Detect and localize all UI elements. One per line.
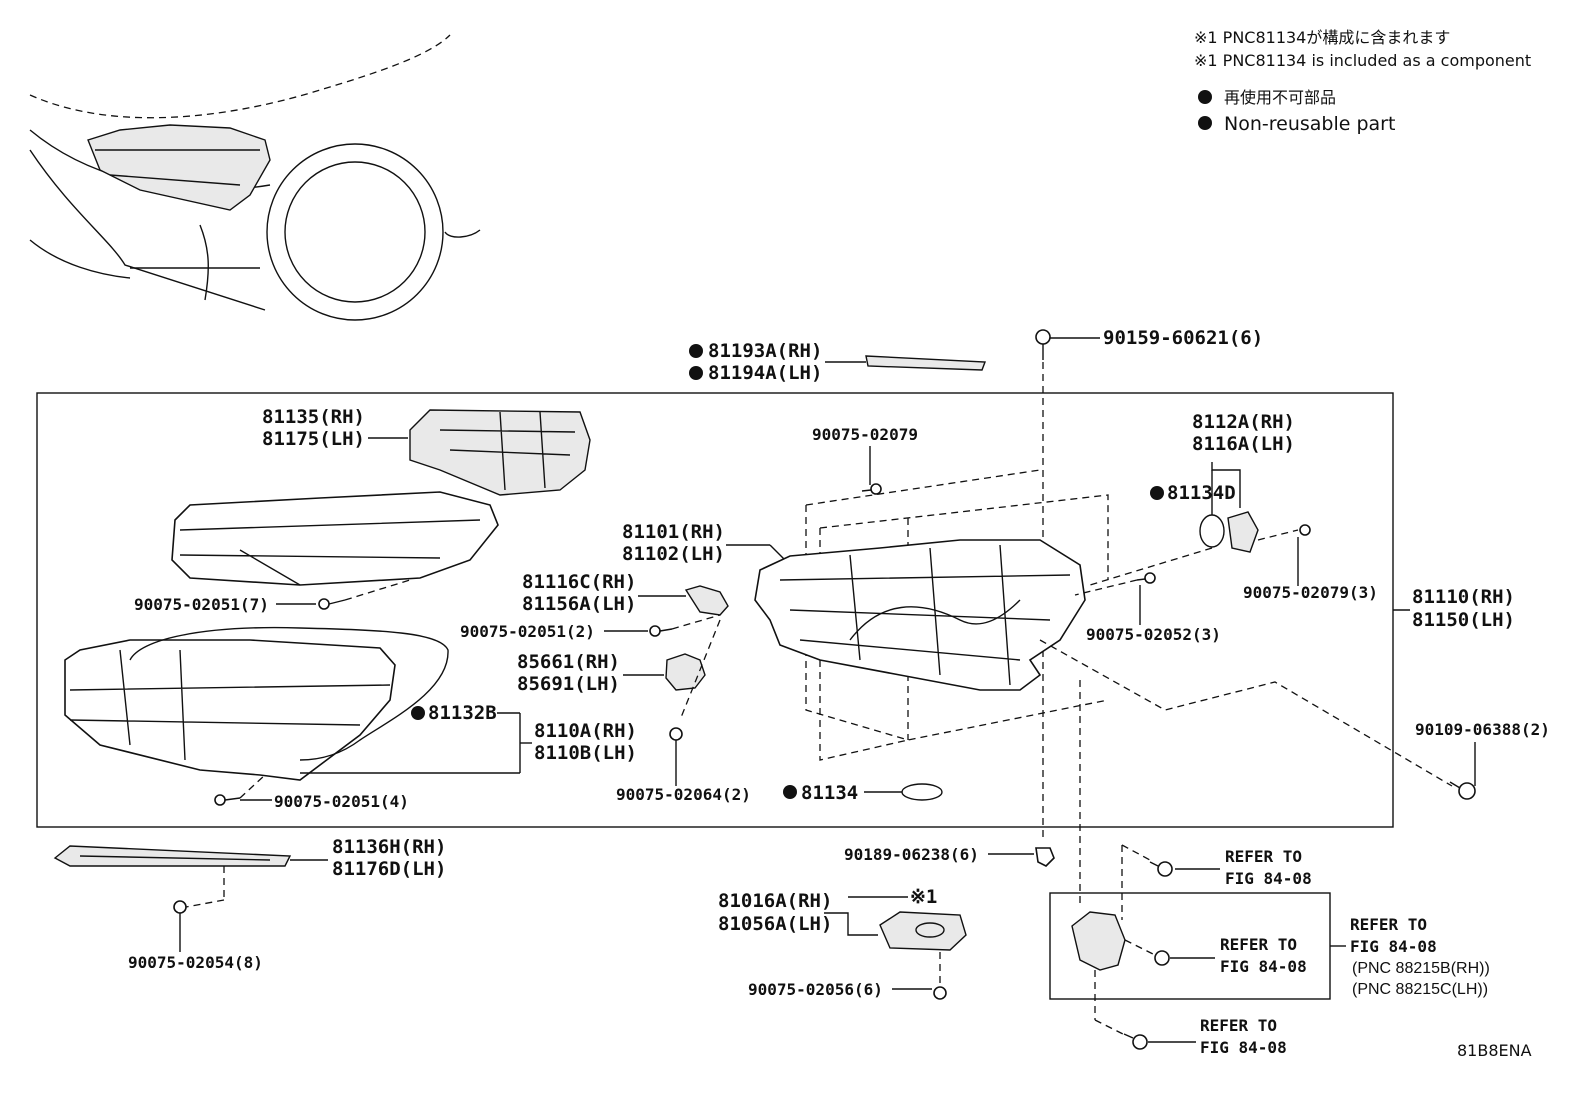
label-81056A: 81056A(LH) xyxy=(718,913,832,935)
component-note-jp: ※1 PNC81134が構成に含まれます xyxy=(1194,28,1450,47)
label-90075-02054-8: 90075-02054(8) xyxy=(128,953,263,972)
label-81132B: 81132B xyxy=(428,702,497,724)
part-90075-02051-4: 90075-02051(4) xyxy=(214,774,409,811)
part-81016A-81056A: 81016A(RH) 81056A(LH) ※1 xyxy=(718,886,967,985)
label-90075-02051-4: 90075-02051(4) xyxy=(274,792,409,811)
part-81116C-81156A: 81116C(RH) 81156A(LH) xyxy=(522,571,729,616)
label-81101: 81101(RH) xyxy=(622,521,725,543)
label-90075-02051-7: 90075-02051(7) xyxy=(134,595,269,614)
nonreusable-note-en: Non-reusable part xyxy=(1224,113,1395,135)
label-81175: 81175(LH) xyxy=(262,428,365,450)
part-81110-81150: 81110(RH) 81150(LH) xyxy=(1393,586,1515,631)
label-85691: 85691(LH) xyxy=(517,673,620,695)
label-81135: 81135(RH) xyxy=(262,406,365,428)
nonreusable-bullet-icon xyxy=(689,366,703,380)
refer-fig-label: FIG 84-08 xyxy=(1225,869,1312,888)
label-85661: 85661(RH) xyxy=(517,651,620,673)
part-90075-02064-2: 90075-02064(2) xyxy=(616,727,751,804)
part-90075-02054-8: 90075-02054(8) xyxy=(128,900,263,972)
label-90075-02079: 90075-02079 xyxy=(812,425,918,444)
label-81193A: 81193A(RH) xyxy=(708,340,822,362)
part-90075-02056-6: 90075-02056(6) xyxy=(748,980,947,1000)
label-90075-02051-2: 90075-02051(2) xyxy=(460,622,595,641)
refer-to-label: REFER TO xyxy=(1350,915,1427,934)
part-81134: 81134 xyxy=(783,782,943,804)
label-90109-06388: 90109-06388(2) xyxy=(1415,720,1550,739)
part-85661-85691: 85661(RH) 85691(LH) xyxy=(517,619,721,721)
refer-fig-label: FIG 84-08 xyxy=(1220,957,1307,976)
label-90075-02079-3: 90075-02079(3) xyxy=(1243,583,1378,602)
pnc-88215B-label: (PNC 88215B(RH)) xyxy=(1352,960,1490,977)
nonreusable-note-jp: 再使用不可部品 xyxy=(1224,88,1336,107)
refer-to-label: REFER TO xyxy=(1220,935,1297,954)
label-81134: 81134 xyxy=(801,782,858,804)
part-90159-60621: 90159-60621(6) xyxy=(1035,327,1263,840)
part-90189-06238: 90189-06238(6) xyxy=(844,845,1055,867)
label-8112A: 8112A(RH) xyxy=(1192,411,1295,433)
part-90075-02051-2: 90075-02051(2) xyxy=(460,614,721,641)
part-90075-02051-7: 90075-02051(7) xyxy=(134,579,411,614)
pnc-88215C-label: (PNC 88215C(LH)) xyxy=(1352,981,1488,998)
refer-to-label: REFER TO xyxy=(1200,1016,1277,1035)
part-81136H-81176D: 81136H(RH) 81176D(LH) xyxy=(53,836,446,908)
part-81101-81102: 81101(RH) 81102(LH) xyxy=(622,521,1086,691)
label-81150: 81150(LH) xyxy=(1412,609,1515,631)
diagram-code: 81B8ENA xyxy=(1457,1041,1532,1060)
refer-fig-label: FIG 84-08 xyxy=(1200,1038,1287,1057)
label-81136H: 81136H(RH) xyxy=(332,836,446,858)
nonreusable-bullet-icon xyxy=(1150,486,1164,500)
nonreusable-bullet-icon xyxy=(783,785,797,799)
legend: ※1 PNC81134が構成に含まれます ※1 PNC81134 is incl… xyxy=(1194,28,1531,135)
nonreusable-bullet-icon xyxy=(689,344,703,358)
nonreusable-bullet-icon xyxy=(1198,116,1212,130)
label-90075-02052-3: 90075-02052(3) xyxy=(1086,625,1221,644)
label-8110A: 8110A(RH) xyxy=(534,720,637,742)
label-81016A: 81016A(RH) xyxy=(718,890,832,912)
label-81102: 81102(LH) xyxy=(622,543,725,565)
vehicle-location-illustration xyxy=(29,34,481,321)
label-90189-06238: 90189-06238(6) xyxy=(844,845,979,864)
part-90075-02079: 90075-02079 xyxy=(812,425,918,495)
label-90075-02064-2: 90075-02064(2) xyxy=(616,785,751,804)
part-90109-06388: 90109-06388(2) xyxy=(1039,639,1550,800)
label-81110: 81110(RH) xyxy=(1412,586,1515,608)
label-81176D: 81176D(LH) xyxy=(332,858,446,880)
label-81194A: 81194A(LH) xyxy=(708,362,822,384)
part-90075-02052-3: 90075-02052(3) xyxy=(1074,572,1221,644)
nonreusable-bullet-icon xyxy=(1198,90,1212,104)
label-81134D: 81134D xyxy=(1167,482,1236,504)
part-81193A-81194A: 81193A(RH) 81194A(LH) xyxy=(689,340,986,384)
part-81132B: 81132B 8110A(RH) 8110B(LH) xyxy=(300,702,637,774)
bracket-reference-box: REFER TO FIG 84-08 REFER TO FIG 84-08 RE… xyxy=(1049,680,1490,1057)
label-90159-60621: 90159-60621(6) xyxy=(1103,327,1263,349)
refer-fig-label: FIG 84-08 xyxy=(1350,937,1437,956)
refer-to-label: REFER TO xyxy=(1225,847,1302,866)
part-inner-bezel xyxy=(171,491,499,586)
nonreusable-bullet-icon xyxy=(411,706,425,720)
label-81116C: 81116C(RH) xyxy=(522,571,636,593)
reference-mark: ※1 xyxy=(910,886,937,908)
label-81156A: 81156A(LH) xyxy=(522,593,636,615)
label-8110B: 8110B(LH) xyxy=(534,742,637,764)
part-8110A-8110B xyxy=(64,626,449,781)
component-note-en: ※1 PNC81134 is included as a component xyxy=(1194,51,1531,70)
part-81135-81175: 81135(RH) 81175(LH) xyxy=(262,406,591,496)
part-8112A-8116A: 8112A(RH) 8116A(LH) 81134D 90075-02079(3… xyxy=(1089,411,1378,602)
label-8116A: 8116A(LH) xyxy=(1192,433,1295,455)
label-90075-02056-6: 90075-02056(6) xyxy=(748,980,883,999)
